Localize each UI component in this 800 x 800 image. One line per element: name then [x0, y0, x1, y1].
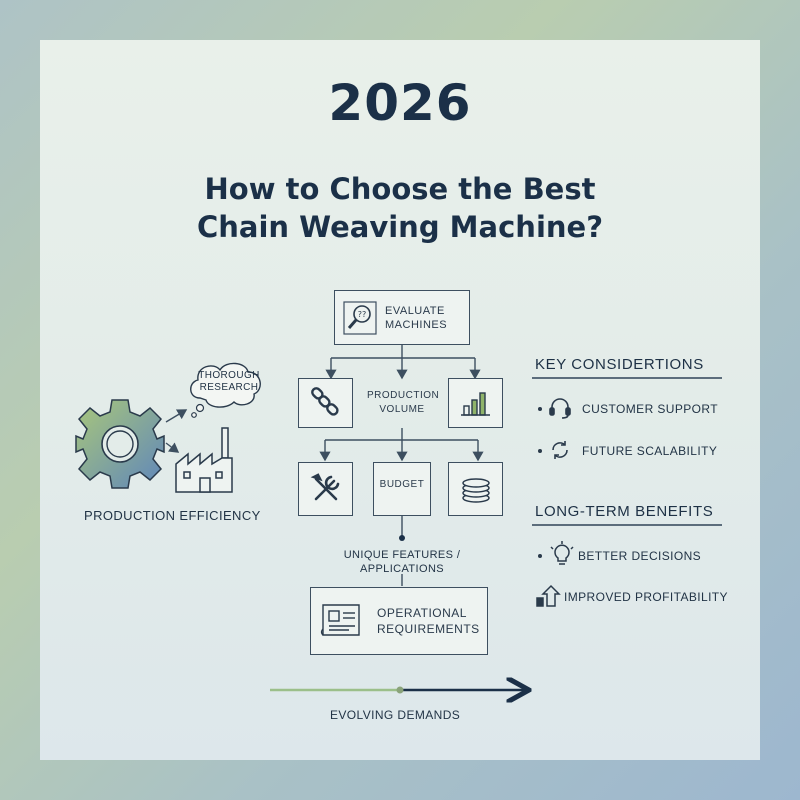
bullet	[538, 407, 542, 411]
key-considerations-divider	[532, 377, 722, 379]
improved-profitability-label: IMPROVED PROFITABILITY	[564, 590, 728, 604]
long-term-benefits-divider	[532, 524, 722, 526]
wrench-screwdriver-icon	[310, 473, 339, 501]
operational-line-2: REQUIREMENTS	[377, 622, 480, 636]
long-term-benefits-heading: LONG-TERM BENEFITS	[535, 503, 714, 520]
budget-box: BUDGET	[373, 462, 431, 516]
unique-features-line-2: APPLICATIONS	[359, 563, 445, 575]
chain-link-icon	[310, 387, 339, 416]
evaluate-machines-box: ?? EVALUATE MACHINES	[334, 290, 470, 345]
research-line-2: RESEARCH	[199, 382, 259, 393]
customer-support-label: CUSTOMER SUPPORT	[582, 402, 718, 416]
future-scalability-label: FUTURE SCALABILITY	[582, 444, 718, 458]
bar-chart-icon	[460, 392, 490, 416]
refresh-icon	[552, 441, 568, 459]
title-line-1: How to Choose the Best	[204, 172, 596, 206]
research-line-1: THOROUGH	[198, 370, 260, 381]
operational-requirements-label: OPERATIONAL REQUIREMENTS	[377, 605, 480, 637]
unique-features-label: UNIQUE FEATURES / APPLICATIONS	[330, 548, 474, 576]
key-considerations-heading: KEY CONSIDERTIONS	[535, 356, 704, 373]
gear-icon	[75, 399, 165, 489]
year-heading: 2026	[328, 74, 472, 132]
coins-box	[448, 462, 503, 516]
evolving-demands-label: EVOLVING DEMANDS	[330, 708, 461, 722]
thought-bubble-icon	[190, 362, 261, 418]
production-efficiency-caption: PRODUCTION EFFICIENCY	[84, 508, 261, 523]
thorough-research-label: THOROUGH RESEARCH	[196, 370, 262, 394]
bullet	[538, 554, 542, 558]
coin-stack-icon	[461, 478, 490, 503]
tools-box	[298, 462, 353, 516]
unique-features-line-1: UNIQUE FEATURES /	[343, 549, 461, 561]
better-decisions-label: BETTER DECISIONS	[578, 549, 702, 563]
page-title: How to Choose the Best Chain Weaving Mac…	[0, 170, 800, 246]
evaluate-machines-label: EVALUATE MACHINES	[385, 304, 448, 331]
operational-line-1: OPERATIONAL	[377, 606, 467, 620]
production-volume-label: PRODUCTION VOLUME	[367, 390, 440, 415]
operational-requirements-box: OPERATIONAL REQUIREMENTS	[310, 587, 488, 655]
bullet	[538, 449, 542, 453]
svg-text:??: ??	[358, 310, 367, 319]
factory-icon	[175, 427, 233, 493]
bar-chart-box	[448, 378, 503, 428]
budget-label: BUDGET	[379, 479, 425, 490]
growth-arrow-icon	[536, 584, 561, 607]
chain-link-box	[298, 378, 353, 428]
title-line-2: Chain Weaving Machine?	[196, 210, 604, 244]
blueprint-icon	[320, 604, 360, 636]
magnifier-question-icon: ??	[343, 300, 377, 335]
headset-icon	[549, 398, 571, 419]
lightbulb-icon	[550, 541, 574, 565]
production-volume-box: PRODUCTION VOLUME	[367, 378, 439, 428]
